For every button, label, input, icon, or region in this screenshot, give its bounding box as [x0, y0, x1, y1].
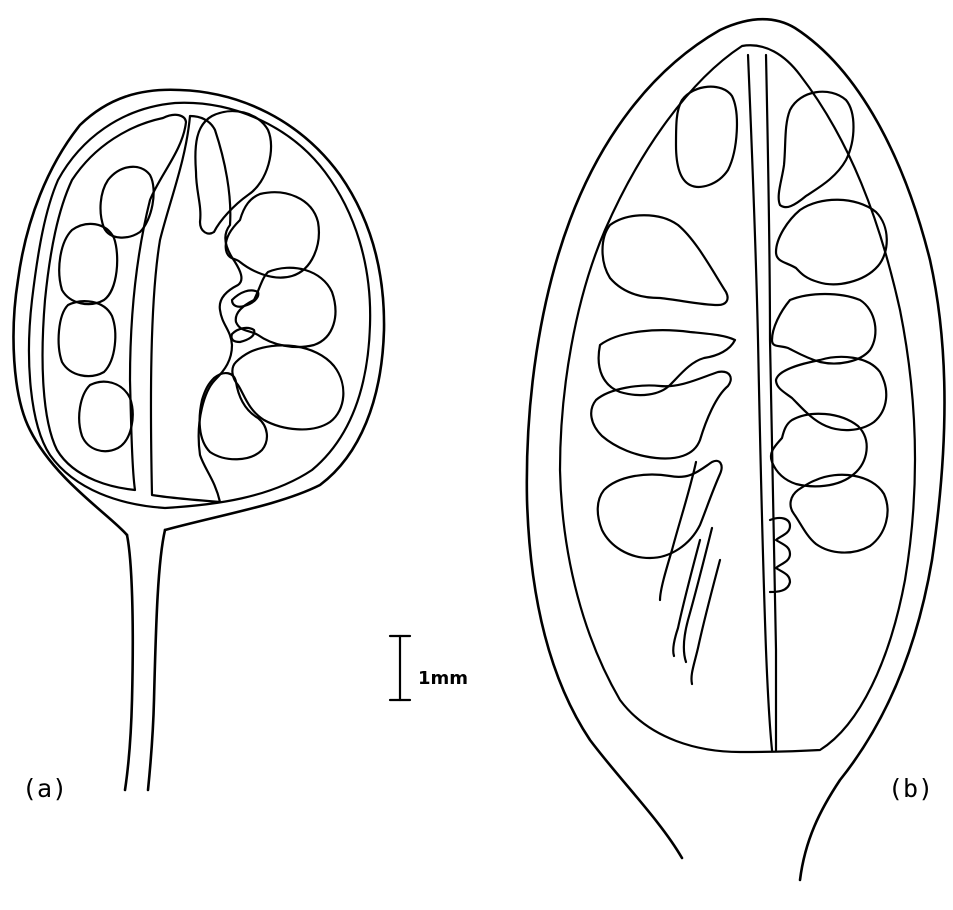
fruit-b-seed — [776, 200, 887, 285]
fruit-b-inner-wall — [560, 45, 915, 752]
fruit-b-seed — [603, 215, 728, 305]
scale-bar-label: 1mm — [418, 668, 468, 689]
fruit-b-seed — [676, 87, 737, 187]
fruit-a-seed — [79, 382, 133, 451]
fruit-b-seed — [779, 92, 854, 207]
fruit-b-funicle-comb — [691, 560, 720, 684]
fruit-b-funicle-comb — [673, 540, 700, 656]
fruit-b-septum — [766, 55, 776, 750]
fruit-a-seed — [195, 111, 271, 233]
fruit-b-seed — [598, 461, 722, 558]
fruit-a-stalk — [148, 530, 165, 790]
fruit-a-seed — [232, 345, 343, 429]
fruit-a-seed — [101, 167, 154, 238]
panel-a-label: (a) — [22, 774, 67, 803]
fruit-a-seed — [59, 224, 117, 304]
fruit-b-seed — [791, 475, 888, 553]
fruit-b-seed — [591, 372, 731, 459]
fruit-b-seed — [772, 294, 875, 364]
fruit-a-seed — [236, 268, 336, 347]
panel-b-label: (b) — [888, 774, 933, 803]
fruit-a — [14, 90, 385, 790]
fruit-a-stalk — [125, 535, 133, 790]
fruit-b — [527, 19, 945, 880]
fruit-a-seed — [59, 301, 116, 376]
fruit-a-outer-wall — [14, 90, 385, 535]
fruit-a-seed — [226, 192, 319, 277]
scale-bar — [390, 636, 410, 700]
